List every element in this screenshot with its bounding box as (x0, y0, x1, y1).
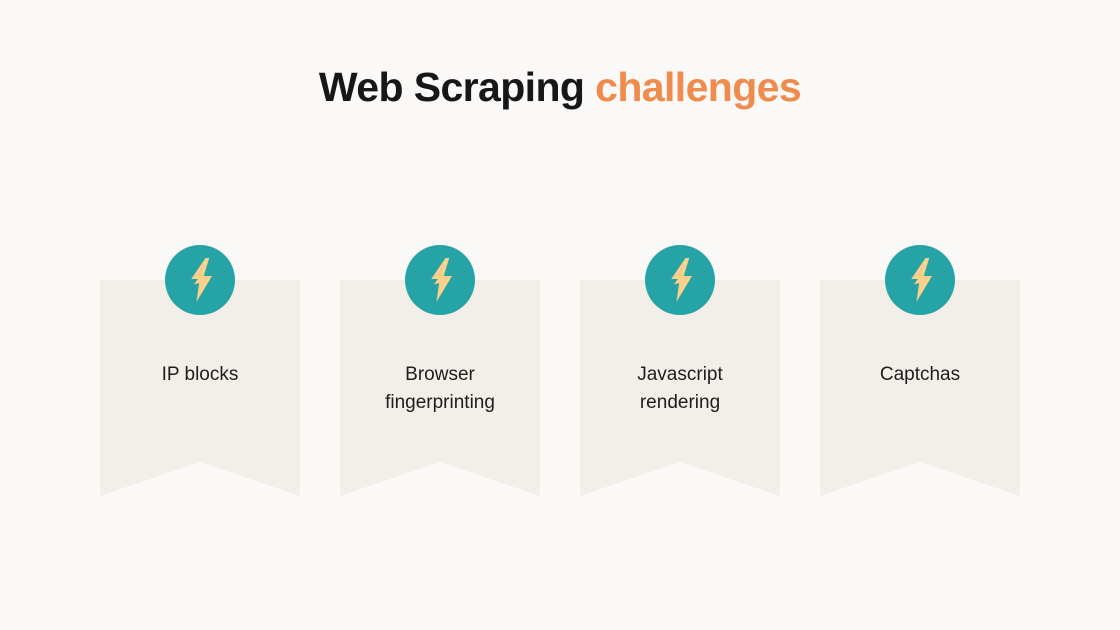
lightning-bolt-icon (165, 245, 235, 315)
page-title-main: Web Scraping (318, 64, 596, 110)
challenge-card-list: IP blocks Browser fingerprinting Javascr… (100, 245, 1020, 505)
card-ribbon-shape (820, 280, 1020, 496)
card-ribbon-shape (340, 280, 540, 496)
card-ribbon-shape (100, 280, 300, 496)
card-label: Captchas (879, 364, 961, 385)
card-ribbon-shape (580, 280, 780, 496)
challenge-card[interactable]: IP blocks (100, 245, 300, 505)
lightning-bolt-icon (645, 245, 715, 315)
card-label: Browser fingerprinting (385, 364, 495, 413)
lightning-bolt-icon (885, 245, 955, 315)
lightning-bolt-icon (405, 245, 475, 315)
card-label: Javascript rendering (637, 364, 723, 413)
challenge-card[interactable]: Browser fingerprinting (340, 245, 540, 505)
card-label: IP blocks (161, 364, 239, 385)
page-title: Web Scraping challenges (0, 58, 1120, 116)
challenge-card[interactable]: Captchas (820, 245, 1020, 505)
page-title-accent: challenges (595, 64, 802, 110)
challenge-card[interactable]: Javascript rendering (580, 245, 780, 505)
